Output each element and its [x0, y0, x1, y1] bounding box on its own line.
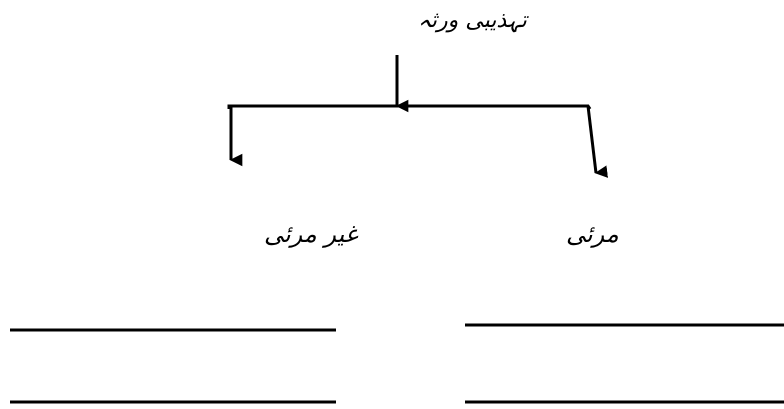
root-label: تہذیبی ورثہ	[418, 8, 527, 33]
left-branch-label: غیر مرئی	[264, 220, 358, 248]
branch-bracket	[227, 104, 592, 110]
right-branch-arrow	[586, 105, 609, 178]
right-branch-label: مرئی	[566, 220, 619, 248]
